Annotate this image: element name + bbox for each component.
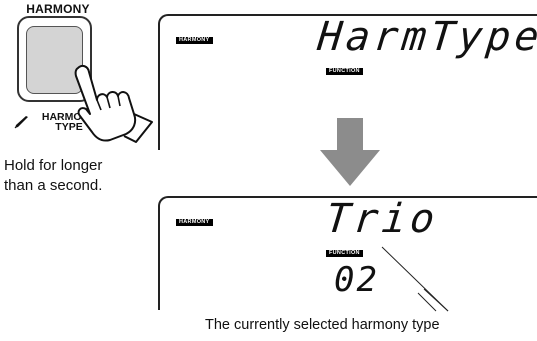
hold-instruction: Hold for longer than a second.: [4, 156, 144, 196]
pen-icon: [14, 116, 28, 129]
hold-instruction-line1: Hold for longer: [4, 157, 103, 174]
harmony-mode-tag-top: HARMONY: [176, 37, 213, 44]
harmony-button-top-label: HARMONY: [26, 2, 90, 16]
display-main-text-top: HarmType: [315, 14, 537, 60]
selected-type-caption: The currently selected harmony type: [205, 317, 440, 333]
harmony-type-label: HARMONY TYPE: [34, 111, 104, 133]
harmony-type-number: 02: [334, 260, 379, 300]
harmony-mode-tag-bottom: HARMONY: [176, 219, 213, 226]
harmony-type-label-line1: HARMONY: [41, 111, 97, 123]
function-tag-bottom: FUNCTION: [326, 250, 363, 257]
hold-instruction-line2: than a second.: [4, 177, 103, 194]
caption-pointer-lines: [381, 246, 449, 312]
display-panel-bottom: [158, 196, 537, 310]
down-arrow-icon: [320, 118, 380, 186]
harmony-button[interactable]: [26, 26, 83, 94]
harmony-type-label-line2: TYPE: [55, 121, 83, 133]
function-tag-top: FUNCTION: [326, 68, 363, 75]
display-main-text-bottom: Trio: [323, 196, 441, 242]
display-panel-top: [158, 14, 537, 150]
hand-press-icon: [74, 64, 153, 143]
